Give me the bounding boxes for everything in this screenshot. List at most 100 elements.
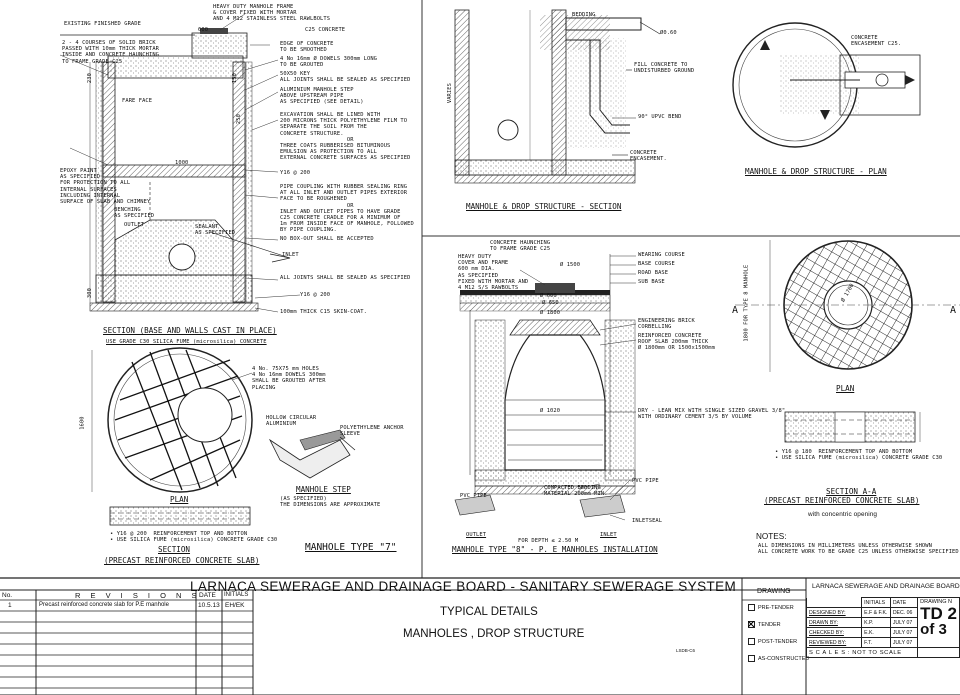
dim-1000: 1000: [175, 160, 189, 166]
scales-blank: [917, 647, 960, 658]
rev-1-initials: EH/EK: [225, 602, 245, 609]
dim-300: 300: [86, 288, 93, 299]
notes-heading: NOTES:: [756, 532, 787, 541]
status-checkbox-pre-tender[interactable]: [748, 604, 755, 611]
slab-plan-title: PLAN: [836, 384, 855, 393]
note-dowels: 4 No 16mm Ø DOWELS 300mm LONG TO BE GROU…: [280, 56, 378, 69]
dim-1500: Ø 1500: [560, 262, 581, 268]
notes-line-1: ALL DIMENSIONS IN MILLIMETERS UNLESS OTH…: [758, 543, 932, 549]
signoff-date-designed: DEC. 06: [889, 607, 919, 618]
status-checkbox-tender[interactable]: [748, 621, 755, 628]
note-y16-1: Y16 @ 200: [280, 170, 311, 176]
drop-plan-label: CONCRETE ENCASEMENT C25.: [851, 35, 902, 48]
drawing-number: TD 2: [920, 604, 957, 623]
label-outlet: OUTLET: [466, 532, 487, 538]
drop-plan-title: MANHOLE & DROP STRUCTURE - PLAN: [745, 167, 887, 176]
signoff-header-date: DATE: [889, 597, 919, 608]
status-checkbox-as-constructed[interactable]: [748, 655, 755, 662]
pe-manhole-drawing: [454, 254, 637, 521]
label-bedding: BEDDING: [572, 12, 596, 18]
drawing-status-heading: DRAWING: [757, 588, 791, 595]
note-y16-2: Y16 @ 200: [300, 292, 331, 298]
rev-header-initials: INITIALS: [224, 592, 249, 598]
note-inlet: INLET: [282, 252, 299, 258]
slab-plan-drawing: [735, 240, 960, 443]
rev-header-date: DATE: [199, 592, 216, 599]
signoff-blank: [805, 597, 863, 608]
status-checkbox-post-tender[interactable]: [748, 638, 755, 645]
signoff-table: INITIALS DATE DRAWING N TD 2 of 3 DESIGN…: [805, 597, 960, 658]
scales-note: S C A L E S : NOT TO SCALE: [805, 647, 919, 658]
status-tender[interactable]: TENDER: [748, 621, 781, 628]
signoff-role-reviewed: REVIEWED BY:: [805, 637, 863, 648]
status-as-constructed[interactable]: AS-CONSTRUCTED: [748, 655, 809, 662]
note-outlet: OUTLET: [124, 222, 145, 228]
slab-section-subtitle: (PRECAST REINFORCED CONCRETE SLAB): [104, 556, 260, 565]
slab-section-aa-subtitle: (PRECAST REINFORCED CONCRETE SLAB): [764, 496, 920, 505]
section-title: SECTION (BASE AND WALLS CAST IN PLACE): [103, 326, 277, 335]
step-note: (AS SPECIFIED) THE DIMENSIONS ARE APPROX…: [280, 496, 381, 509]
dim-250: 250: [235, 114, 242, 125]
dim-1020: Ø 1020: [540, 408, 561, 414]
note-step: ALUMINIUM MANHOLE STEP ABOVE UPSTREAM PI…: [280, 87, 364, 106]
revisions-heading: R E V I S I O N S: [75, 591, 201, 600]
dim-1800: Ø 1800: [540, 310, 561, 316]
label-wearing: WEARING COURSE: [638, 252, 685, 258]
label-varies: VARIES: [446, 83, 453, 104]
label-road-base: ROAD BASE: [638, 270, 669, 276]
drop-section-drawing: [454, 9, 661, 184]
label-cover-frame: HEAVY DUTY COVER AND FRAME 600 mm DIA. A…: [458, 254, 529, 292]
slab-reinforcement-notes: • Y16 @ 200 REINFORCEMENT TOP AND BOTTON…: [110, 531, 278, 544]
note-sealant: SEALANT AS SPECIFIED: [195, 224, 236, 237]
signoff-date-checked: JULY 07: [889, 627, 919, 638]
signoff-role-checked: CHECKED BY:: [805, 627, 863, 638]
note-skin-coat: 100mm THICK C15 SKIN-COAT.: [280, 309, 367, 315]
dim-650: Ø 650: [542, 300, 559, 306]
note-key: 50X50 KEY ALL JOINTS SHALL BE SEALED AS …: [280, 71, 411, 84]
section-drawing: [59, 13, 301, 313]
slab-section-title: SECTION: [158, 545, 191, 554]
step-label-sleeve: POLYETHYLENE ANCHOR SLEEVE: [340, 425, 404, 438]
plan-holes-note: 4 No. 75X75 mm HOLES 4 No 16mm DOWELS 30…: [252, 366, 326, 391]
rev-1-no: 1: [8, 602, 12, 609]
section-subtitle: USE GRADE C30 SILICA FUME (microsilica) …: [106, 339, 267, 345]
slab-plan-notes: • Y16 @ 180 REINFORCEMENT TOP AND BOTTOM…: [775, 449, 943, 462]
step-title: MANHOLE STEP: [296, 485, 351, 494]
label-bedding-material: COMPACTED BEDDING MATERIAL 200mm MIN.: [544, 485, 608, 498]
status-pre-tender[interactable]: PRE-TENDER: [748, 604, 794, 611]
rev-header-no: No.: [2, 592, 13, 599]
label-pvc-right: PVC PIPE: [632, 478, 659, 484]
section-marker-right: A: [950, 305, 957, 316]
label-pvc-left: PVC PIPE: [460, 493, 487, 499]
side-dim: 1800 FOR TYPE 8 MANHOLE: [743, 264, 750, 342]
note-c25: C25 CONCRETE: [305, 27, 346, 33]
dim-600-b: Ø 600: [540, 293, 557, 299]
dim-600: 600: [198, 27, 209, 33]
dim-1600: 1600: [79, 416, 86, 430]
board-title: LARNACA SEWERAGE AND DRAINAGE BOARD - SA…: [190, 579, 737, 594]
drop-section-title: MANHOLE & DROP STRUCTURE - SECTION: [466, 202, 622, 211]
signoff-initials-checked: E.K.: [861, 627, 891, 638]
plan-drawing: [91, 347, 253, 526]
signoff-date-drawn: JULY 07: [889, 617, 919, 628]
drawing-title-line-1: TYPICAL DETAILS: [440, 606, 538, 618]
label-upvc-bend: 90° UPVC BEND: [638, 114, 682, 120]
note-fare-face: FARE FACE: [122, 98, 153, 104]
drawing-title-line-2: MANHOLES , DROP STRUCTURE: [403, 628, 585, 640]
manhole-type-7-title: MANHOLE TYPE "7": [305, 542, 397, 553]
section-marker-left: A: [732, 305, 739, 316]
label-roof-slab: REINFORCED CONCRETE ROOF SLAB 200mm THIC…: [638, 333, 715, 352]
note-joints: ALL JOINTS SHALL BE SEALED AS SPECIFIED: [280, 275, 411, 281]
status-post-tender[interactable]: POST-TENDER: [748, 638, 797, 645]
label-inlet: INLET: [600, 532, 617, 538]
drawing-number-heading: DRAWING N: [920, 599, 953, 605]
step-drawing: [268, 429, 356, 479]
label-base-course: BASE COURSE: [638, 261, 675, 267]
dim-230: 230: [86, 73, 93, 84]
note-benching: BENCHING AS SPECIFIED: [114, 207, 155, 220]
label-lean-mix: DRY - LEAN MIX WITH SINGLE SIZED GRAVEL …: [638, 408, 786, 421]
dim-150: 150: [231, 73, 238, 84]
drawing-number-cell: DRAWING N TD 2 of 3: [917, 597, 960, 648]
note-finished-grade: EXISTING FINISHED GRADE: [64, 21, 141, 27]
signoff-role-designed: DESIGNED BY:: [805, 607, 863, 618]
